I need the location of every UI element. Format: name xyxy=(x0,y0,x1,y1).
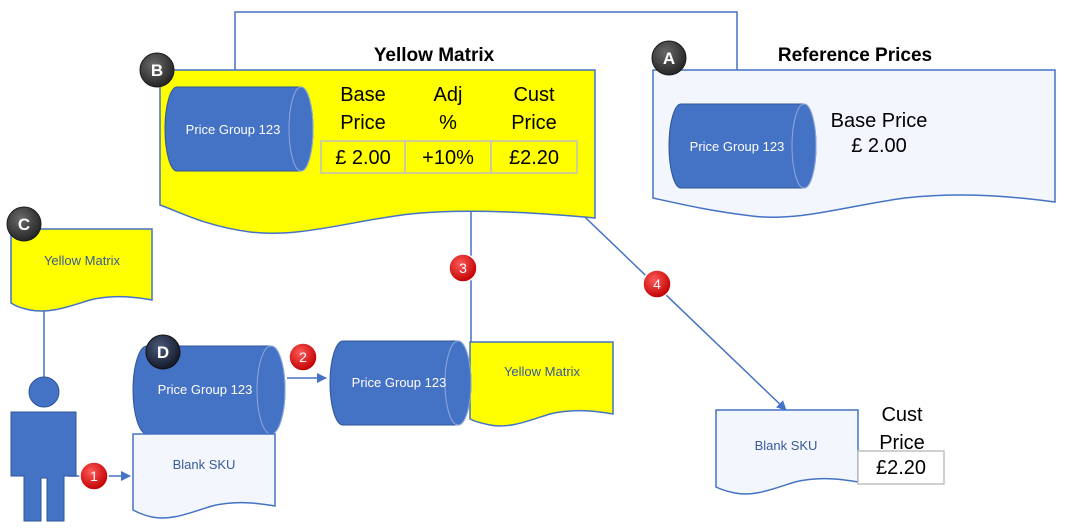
badge-b: B xyxy=(139,52,175,88)
connector-a-to-b xyxy=(230,11,738,103)
matrix-header: Base Price Adj % Cust Price xyxy=(340,84,557,134)
header-adj-line1: Adj xyxy=(434,84,463,106)
c-document-label: Yellow Matrix xyxy=(44,253,121,268)
step-3-badge: 3 xyxy=(448,253,478,283)
mid-yellow-matrix-document xyxy=(469,341,614,427)
svg-text:A: A xyxy=(663,49,675,68)
value-adj-percent: +10% xyxy=(422,147,474,169)
result-cust-line2: Price xyxy=(879,432,925,454)
reference-price-group-cylinder: Price Group 123 xyxy=(668,103,817,189)
base-price-value: £ 2.00 xyxy=(851,135,907,157)
connector-step-4 xyxy=(564,197,787,411)
step-2-badge: 2 xyxy=(288,342,318,372)
svg-text:B: B xyxy=(151,61,163,80)
matrix-values-row: £ 2.00 +10% £2.20 xyxy=(320,140,578,174)
badge-d: D xyxy=(145,334,181,370)
svg-text:2: 2 xyxy=(299,349,307,365)
svg-text:4: 4 xyxy=(653,276,661,292)
base-price-label: Base Price xyxy=(831,110,928,132)
step-4-badge: 4 xyxy=(642,269,672,299)
cell-adj-percent xyxy=(404,140,492,174)
svg-text:3: 3 xyxy=(459,260,467,276)
result-blank-sku-label: Blank SKU xyxy=(755,438,818,453)
header-base-line1: Base xyxy=(340,84,386,106)
svg-text:C: C xyxy=(18,215,30,234)
result-blank-sku-document xyxy=(715,409,859,495)
value-base-price: £ 2.00 xyxy=(335,147,391,169)
d-price-group-cylinder: Price Group 123 xyxy=(132,345,286,435)
value-cust-price: £2.20 xyxy=(509,147,559,169)
header-cust-line2: Price xyxy=(511,112,557,134)
header-adj-line2: % xyxy=(439,112,457,134)
blank-sku-label: Blank SKU xyxy=(173,457,236,472)
cylinder-label: Price Group 123 xyxy=(186,122,281,137)
cylinder-label: Price Group 123 xyxy=(158,382,253,397)
badge-c: C xyxy=(6,206,42,242)
svg-text:D: D xyxy=(157,343,169,362)
result-cust-line1: Cust xyxy=(881,404,923,426)
c-yellow-matrix-document xyxy=(10,228,153,312)
yellow-matrix-price-group-cylinder: Price Group 123 xyxy=(164,86,314,172)
cylinder-label: Price Group 123 xyxy=(352,375,447,390)
cell-cust-price xyxy=(490,140,578,174)
header-cust-line1: Cust xyxy=(513,84,555,106)
reference-prices-title: Reference Prices xyxy=(778,45,932,66)
badge-a: A xyxy=(651,40,687,76)
svg-text:1: 1 xyxy=(90,468,98,484)
blank-sku-document xyxy=(132,433,276,519)
mid-price-group-cylinder: Price Group 123 xyxy=(329,340,472,426)
user-person-icon xyxy=(10,376,77,522)
cell-base-price xyxy=(320,140,406,174)
cylinder-label: Price Group 123 xyxy=(690,139,785,154)
step-1-badge: 1 xyxy=(79,461,109,491)
header-base-line2: Price xyxy=(340,112,386,134)
mid-document-label: Yellow Matrix xyxy=(504,364,581,379)
result-cust-price-value: £2.20 xyxy=(876,457,926,479)
yellow-matrix-title: Yellow Matrix xyxy=(374,45,495,66)
result-cust-price-cell xyxy=(857,450,945,485)
